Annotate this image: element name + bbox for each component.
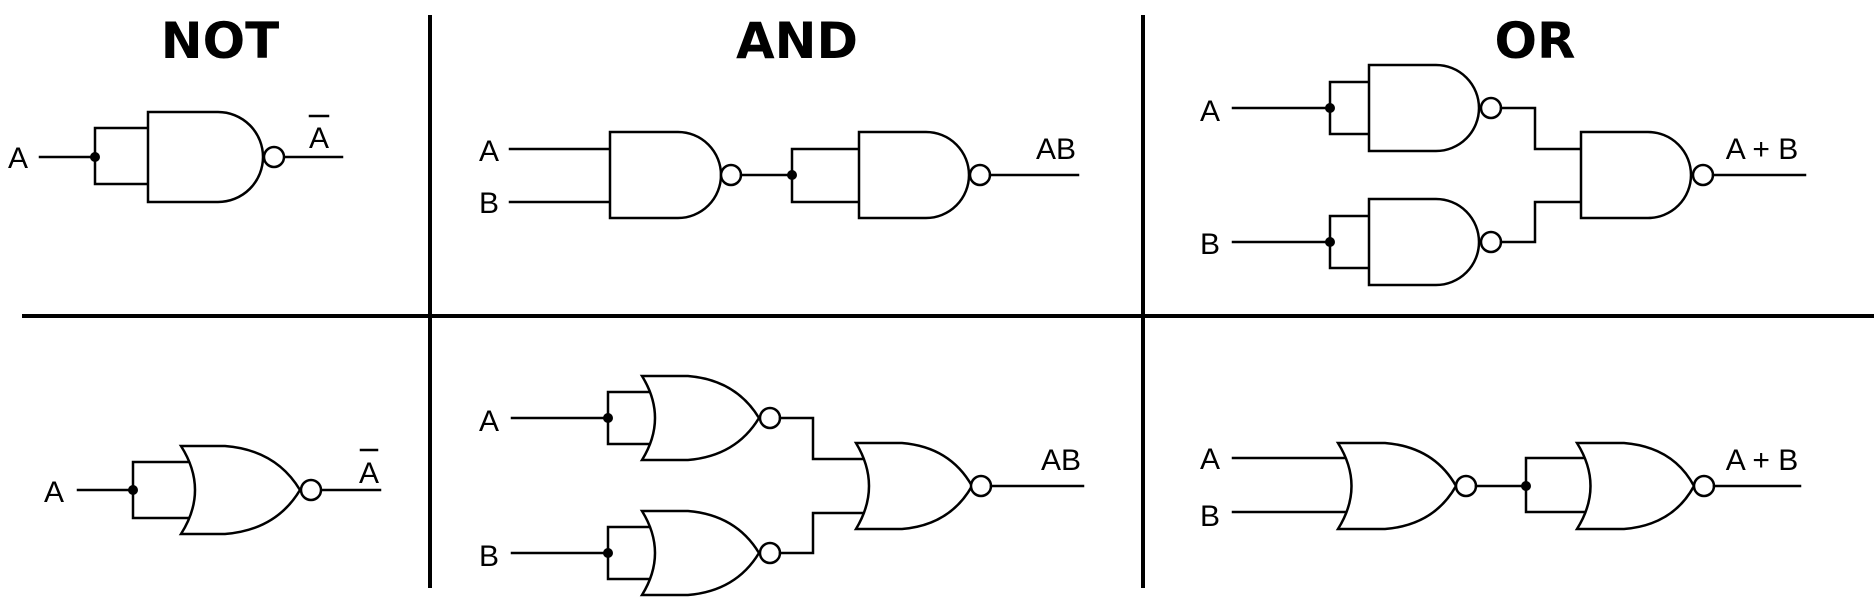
nor-gate <box>1574 441 1696 531</box>
nor-not-circuit: A A <box>44 444 382 536</box>
inversion-bubble <box>968 163 992 187</box>
inversion-bubble <box>1454 474 1478 498</box>
label-output-not-a: A <box>359 457 379 490</box>
nand-gate <box>857 130 971 220</box>
label-input-a: A <box>8 142 28 175</box>
inversion-bubble <box>262 145 286 169</box>
header-and: AND <box>736 12 858 70</box>
label-input-a: A <box>479 405 499 438</box>
nor-or-circuit: A B A + B <box>1200 441 1802 533</box>
nand-not-circuit: A A <box>8 110 344 204</box>
nand-or-circuit: A B A + B <box>1200 63 1807 287</box>
inversion-bubble <box>299 478 323 502</box>
nor-gate <box>178 444 302 536</box>
label-input-b: B <box>1200 228 1220 261</box>
inversion-bubble <box>758 406 782 430</box>
nor-gate <box>853 441 974 531</box>
nor-gate <box>639 509 761 597</box>
nand-gate <box>1367 197 1481 287</box>
nand-and-circuit: A B AB <box>479 130 1080 220</box>
label-input-b: B <box>479 540 499 573</box>
nor-and-circuit: A B AB <box>479 374 1085 597</box>
inversion-bubble <box>758 541 782 565</box>
nand-gate <box>1367 63 1481 153</box>
header-or: OR <box>1494 12 1575 70</box>
label-output-not-a: A <box>309 122 329 155</box>
label-output-ab: AB <box>1036 133 1076 166</box>
nor-gate <box>1335 441 1458 531</box>
label-input-a: A <box>44 476 64 509</box>
label-output-ab: AB <box>1041 444 1081 477</box>
label-output-a-plus-b: A + B <box>1726 444 1799 477</box>
nand-gate <box>146 110 265 204</box>
nor-gate <box>639 374 761 462</box>
inversion-bubble <box>1691 163 1715 187</box>
label-input-a: A <box>1200 443 1220 476</box>
label-output-a-plus-b: A + B <box>1726 133 1799 166</box>
inversion-bubble <box>1692 474 1716 498</box>
label-input-b: B <box>1200 500 1220 533</box>
label-input-a: A <box>479 135 499 168</box>
label-input-b: B <box>479 187 499 220</box>
header-not: NOT <box>161 12 279 70</box>
inversion-bubble <box>1479 230 1503 254</box>
nand-gate <box>608 130 723 220</box>
inversion-bubble <box>719 163 743 187</box>
inversion-bubble <box>1479 96 1503 120</box>
inversion-bubble <box>969 474 993 498</box>
label-input-a: A <box>1200 95 1220 128</box>
nand-gate <box>1579 130 1693 220</box>
